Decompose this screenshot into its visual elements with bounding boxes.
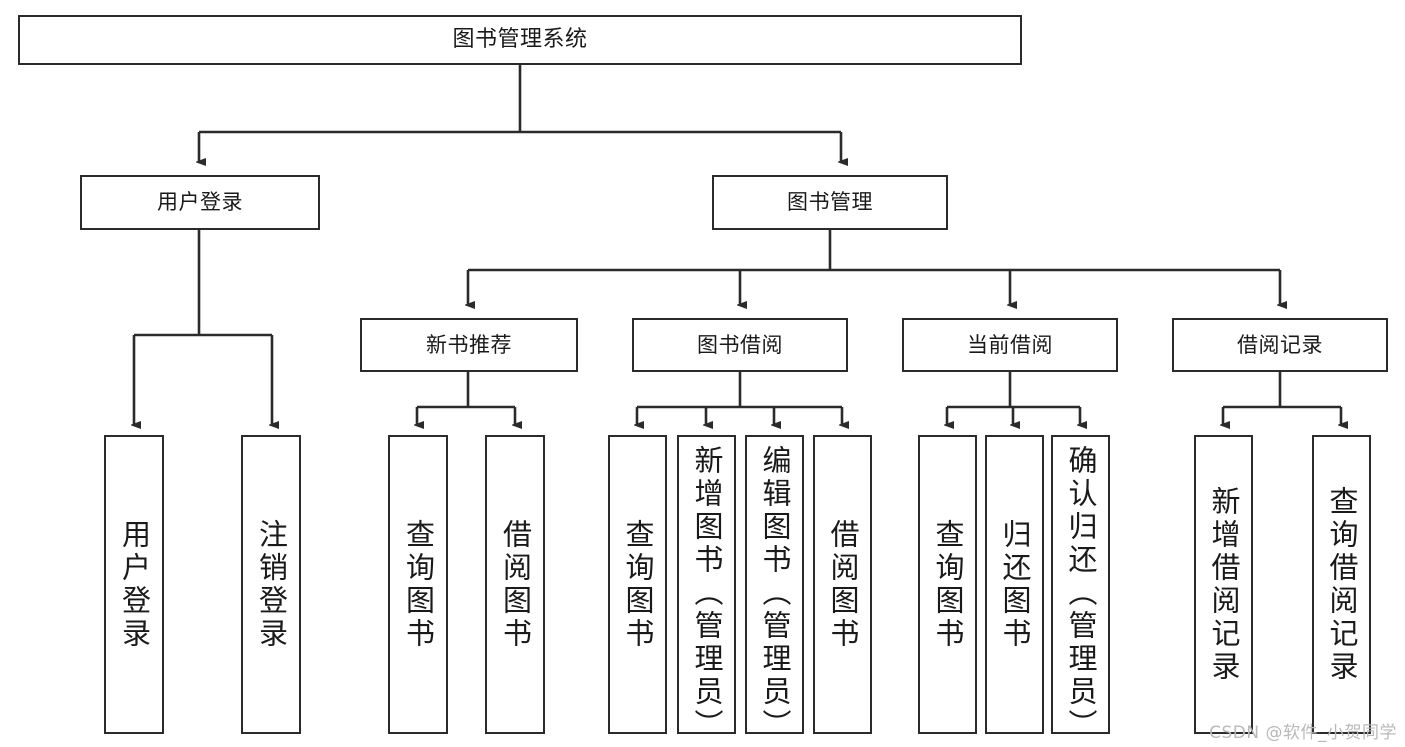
node-label: 图书管理系统 bbox=[452, 27, 588, 53]
node-label: 用户登录 bbox=[117, 518, 152, 651]
node-leaf-add-book-admin[interactable]: 新增图书（管理员） bbox=[677, 435, 736, 742]
node-label: 编辑图书（管理员） bbox=[758, 445, 792, 742]
node-label: 借阅记录 bbox=[1237, 332, 1323, 357]
node-leaf-confirm-return-admin[interactable]: 确认归还（管理员） bbox=[1051, 435, 1110, 742]
node-book-borrow[interactable]: 图书借阅 bbox=[632, 318, 848, 372]
node-label: 查询图书 bbox=[931, 518, 965, 651]
node-leaf-query-book-recommend[interactable]: 查询图书 bbox=[388, 435, 448, 734]
node-label: 新增图书（管理员） bbox=[690, 445, 724, 742]
node-leaf-borrow-book-borrow[interactable]: 借阅图书 bbox=[813, 435, 872, 734]
node-user-login[interactable]: 用户登录 bbox=[80, 175, 320, 230]
node-current-borrow[interactable]: 当前借阅 bbox=[902, 318, 1118, 372]
node-new-book-recommend[interactable]: 新书推荐 bbox=[360, 318, 578, 372]
node-label: 用户登录 bbox=[157, 190, 243, 215]
node-label: 归还图书 bbox=[998, 518, 1032, 651]
node-label: 确认归还（管理员） bbox=[1064, 445, 1098, 742]
node-label: 查询图书 bbox=[401, 518, 436, 651]
node-label: 注销登录 bbox=[254, 518, 289, 651]
watermark-text: CSDN @软件_小贺同学 bbox=[1209, 723, 1397, 743]
node-leaf-borrow-book-recommend[interactable]: 借阅图书 bbox=[485, 435, 545, 734]
node-leaf-query-borrow-record[interactable]: 查询借阅记录 bbox=[1312, 435, 1371, 734]
node-leaf-query-book-current[interactable]: 查询图书 bbox=[918, 435, 977, 734]
node-leaf-query-book-borrow[interactable]: 查询图书 bbox=[608, 435, 667, 734]
node-label: 新书推荐 bbox=[426, 332, 512, 357]
node-label: 查询图书 bbox=[621, 518, 655, 651]
node-label: 借阅图书 bbox=[498, 518, 533, 651]
node-leaf-add-borrow-record[interactable]: 新增借阅记录 bbox=[1194, 435, 1253, 734]
node-leaf-edit-book-admin[interactable]: 编辑图书（管理员） bbox=[745, 435, 804, 742]
node-borrow-record[interactable]: 借阅记录 bbox=[1172, 318, 1388, 372]
node-leaf-user-logout[interactable]: 注销登录 bbox=[241, 435, 301, 734]
node-label: 图书借阅 bbox=[697, 332, 783, 357]
node-root-system[interactable]: 图书管理系统 bbox=[18, 15, 1022, 65]
node-label: 查询借阅记录 bbox=[1325, 485, 1359, 684]
node-book-management[interactable]: 图书管理 bbox=[712, 175, 948, 230]
node-label: 当前借阅 bbox=[967, 332, 1053, 357]
node-label: 借阅图书 bbox=[826, 518, 860, 651]
node-leaf-user-login[interactable]: 用户登录 bbox=[104, 435, 164, 734]
node-label: 图书管理 bbox=[787, 190, 873, 215]
node-label: 新增借阅记录 bbox=[1207, 485, 1241, 684]
node-leaf-return-book[interactable]: 归还图书 bbox=[985, 435, 1044, 734]
